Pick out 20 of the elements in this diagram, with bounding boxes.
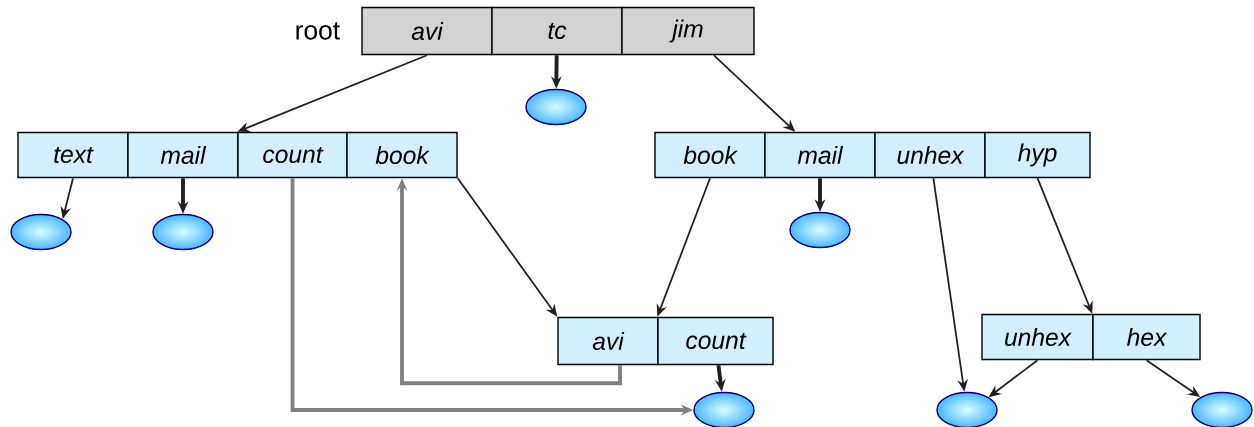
entry-cell: unhex — [874, 131, 986, 179]
entry-cell: avi — [361, 6, 493, 56]
entry-cell: mail — [127, 131, 239, 179]
file-circle — [10, 213, 72, 251]
entry-cell: avi — [557, 316, 659, 366]
file-circle — [789, 211, 851, 249]
entry-cell: jim — [621, 6, 755, 56]
root-label: root — [296, 22, 340, 40]
entry-cell: hyp — [984, 131, 1091, 179]
file-circle — [525, 88, 587, 126]
entry-cell: hex — [1092, 313, 1201, 361]
entry-cell: unhex — [981, 313, 1094, 361]
file-circle — [152, 213, 214, 251]
entry-cell: mail — [764, 131, 876, 179]
entry-cell: text — [17, 131, 129, 179]
entry-cell: count — [237, 131, 348, 179]
entry-cell: book — [654, 131, 766, 179]
entry-cell: count — [657, 316, 774, 366]
entry-cell: tc — [491, 6, 623, 56]
entry-cell: book — [346, 131, 458, 179]
